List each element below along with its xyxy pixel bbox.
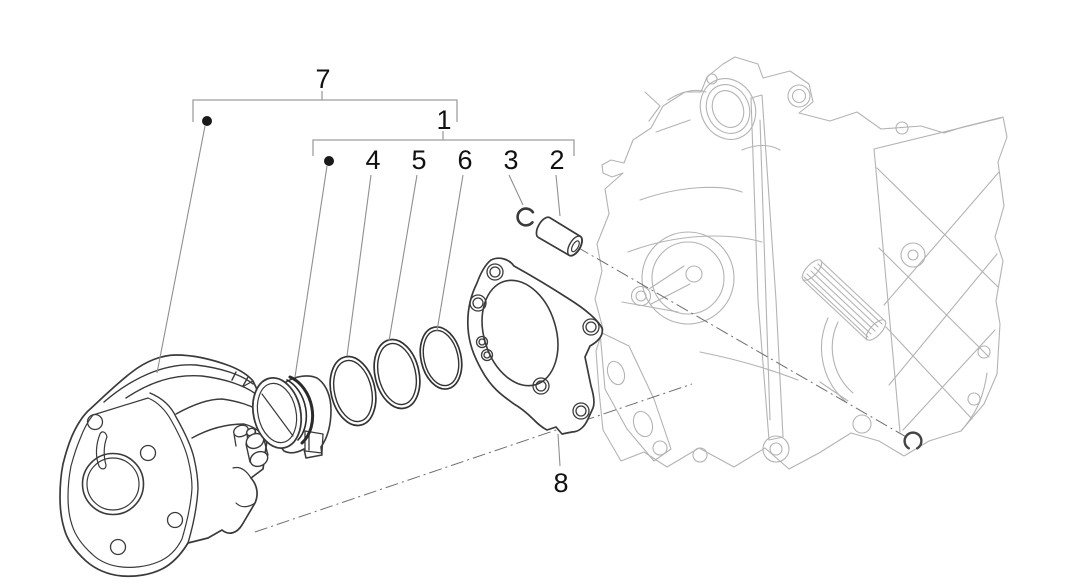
cylinder — [59, 354, 270, 578]
crankcase-casting-lines — [621, 89, 849, 402]
bracket-dot-cylinder — [202, 116, 212, 126]
piston-pin-bore — [570, 240, 580, 253]
lower-left-mount-arm — [599, 331, 672, 462]
piston — [251, 375, 332, 459]
cylinder-bottom-boss — [245, 427, 269, 468]
crankshaft-splined-shaft — [801, 259, 887, 341]
upper-left-lug-hole — [706, 73, 718, 85]
callout-label-4: 4 — [365, 145, 380, 175]
callout-label-2: 2 — [549, 145, 564, 175]
rib-lattice — [873, 117, 1002, 433]
piston-pin-end-face — [567, 235, 583, 257]
piston-crown-slash — [261, 393, 294, 437]
callout-label-6: 6 — [457, 145, 472, 175]
piston-crown-inner — [256, 382, 298, 444]
cam-chain-slot — [95, 431, 108, 470]
case-bolt-hole-a — [692, 447, 708, 463]
piston-ring-oil — [419, 326, 463, 390]
piston-rings — [329, 326, 463, 427]
callout-label-1: 1 — [436, 105, 451, 135]
cylinder-bore-inner — [86, 457, 140, 511]
cylinder-bore-outer — [81, 452, 145, 516]
cylinder-base-gasket — [466, 257, 604, 435]
piston-pin — [535, 216, 583, 257]
crank-chamber-inner — [651, 241, 725, 315]
group-bracket-7 — [192, 91, 458, 122]
piston-pin-axis-line — [576, 246, 909, 439]
leader-lines — [156, 125, 561, 467]
callout-label-7: 7 — [315, 64, 330, 94]
crank-chamber-outer — [641, 231, 735, 325]
gasket-face-inner-contour — [67, 397, 193, 568]
cylinder-stud-holes — [86, 413, 184, 556]
gasket-bolt-holes — [469, 263, 600, 420]
connecting-rod — [630, 265, 703, 307]
callout-label-5: 5 — [411, 145, 426, 175]
cylinder-axis-line — [254, 383, 693, 533]
cam-tunnel-opening-mid — [705, 84, 751, 134]
cylinder-silhouette — [59, 354, 270, 578]
piston-pin-boss — [304, 430, 324, 454]
group-bracket-1 — [312, 131, 575, 156]
rear-circlip — [903, 431, 923, 450]
case-bolt-hole-b — [852, 414, 872, 434]
callout-label-3: 3 — [503, 145, 518, 175]
bracket-dot-piston — [324, 156, 334, 166]
piston-pin-body — [535, 216, 583, 257]
pillar-boss-inner — [769, 442, 783, 456]
piston-ring-top — [329, 355, 377, 427]
callouts: 7 1 4 5 6 3 2 8 — [156, 64, 575, 498]
crankcase — [594, 56, 1008, 470]
pillar-boss-outer — [762, 435, 790, 463]
top-lug-hole — [791, 88, 807, 104]
cam-tunnel-opening-inner — [711, 90, 745, 128]
gasket-face-edge — [149, 392, 199, 544]
bottom-right-flange — [895, 121, 991, 432]
cooling-fins — [103, 364, 263, 439]
callout-label-8: 8 — [553, 468, 568, 498]
gasket-outline — [466, 257, 604, 435]
top-lug-boss — [787, 84, 811, 108]
front-circlip — [516, 207, 535, 227]
